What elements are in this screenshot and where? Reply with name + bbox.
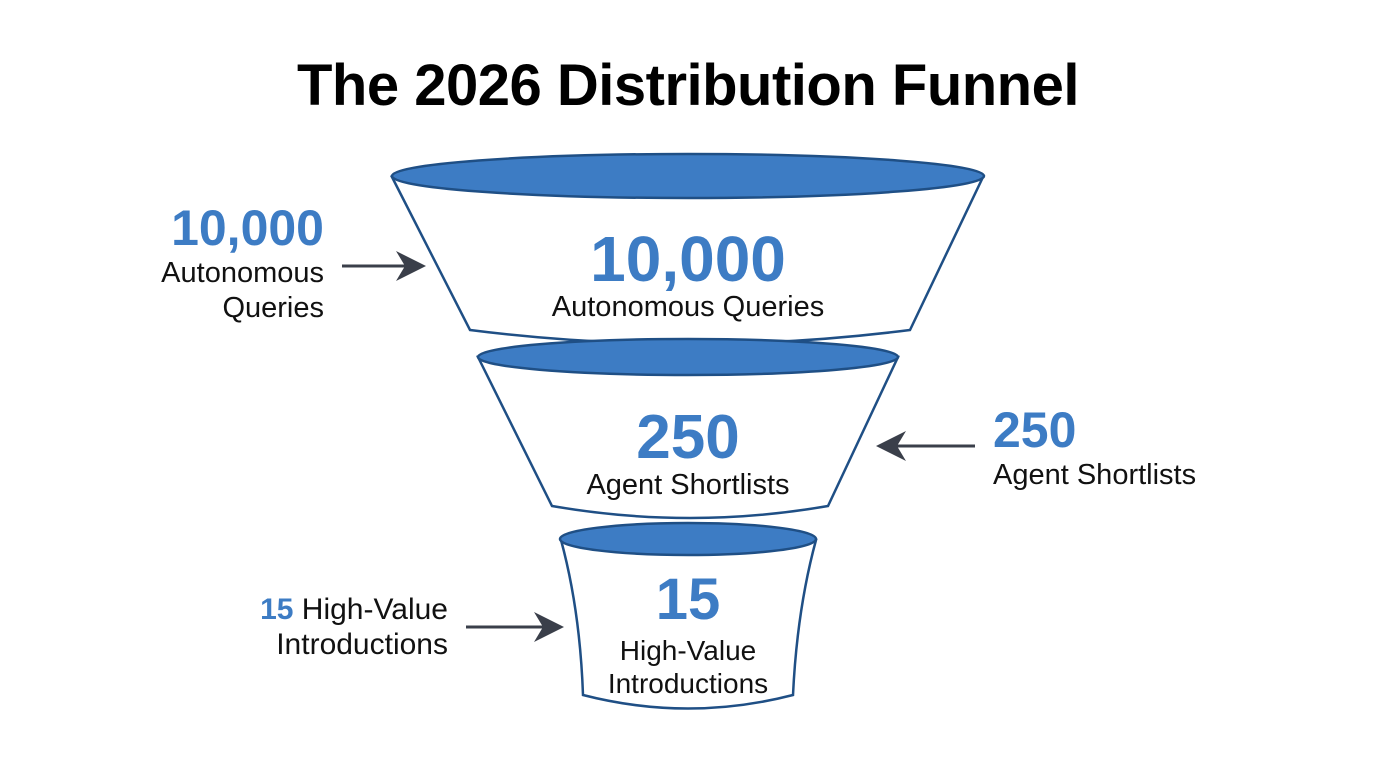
funnel-stage-3 — [558, 521, 818, 710]
callout-stage-1: 10,000 Autonomous Queries — [161, 200, 324, 324]
callout-stage-2: 250 Agent Shortlists — [993, 402, 1197, 491]
stage-3-label: High-Value Introductions — [607, 635, 769, 699]
stage-3-value: 15 — [655, 567, 721, 632]
stage-2-label: Agent Shortlists — [586, 469, 790, 501]
diagram-title: The 2026 Distribution Funnel — [297, 53, 1079, 118]
stage-2-value: 250 — [636, 403, 740, 472]
callout-stage-3: 15 High-Value Introductions — [260, 593, 448, 661]
funnel-stage-2 — [475, 337, 900, 520]
stage-1-value: 10,000 — [590, 223, 786, 295]
stage-1-label: Autonomous Queries — [551, 291, 825, 323]
